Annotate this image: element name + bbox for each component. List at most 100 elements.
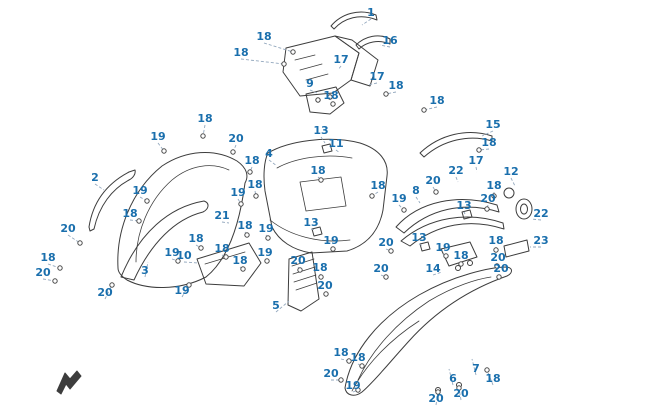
leader-line — [104, 284, 113, 300]
part-clip-13 — [311, 226, 323, 237]
fastener-dot — [200, 133, 206, 139]
front-fender-contour — [135, 165, 230, 263]
leader-line — [481, 130, 494, 137]
part-clip-13 — [419, 241, 431, 252]
fastener-dot — [421, 107, 427, 113]
fastener-dot — [238, 201, 244, 207]
leader-line — [320, 136, 326, 144]
fastener-dot — [369, 193, 375, 199]
leader-line — [530, 218, 542, 221]
fastener-dot — [290, 49, 296, 55]
part-clip-13 — [461, 209, 473, 220]
fastener-dot — [458, 261, 464, 267]
fastener-dot — [433, 189, 439, 195]
leader-line — [455, 176, 459, 183]
fastener-dot — [484, 206, 490, 212]
fastener-dot — [57, 265, 63, 271]
part-pod-12 — [515, 198, 533, 220]
fastener-dot — [383, 91, 389, 97]
part-center-panel — [263, 138, 388, 254]
part-clip-13 — [321, 143, 333, 154]
fastener-dot — [493, 247, 499, 253]
leader-line — [432, 271, 443, 276]
part-pod-12-inner — [520, 203, 528, 215]
fastener-dot — [265, 235, 271, 241]
part-side-blade-6 — [344, 266, 512, 396]
leader-line — [379, 44, 391, 48]
side-blade-contour-7 — [357, 276, 492, 381]
part-arch-strip-3 — [120, 200, 209, 281]
leader-line — [268, 159, 278, 167]
leader-line — [463, 211, 466, 215]
fastener-dot — [109, 282, 115, 288]
windshield-hatch — [294, 54, 329, 81]
fastener-dot — [281, 61, 287, 67]
bracket-hole — [315, 97, 321, 103]
side-blade-edge — [351, 320, 420, 392]
part-plate-23 — [503, 239, 530, 258]
leader-line — [471, 358, 477, 376]
leader-line — [144, 261, 149, 278]
part-bracket-9 — [305, 86, 345, 115]
leader-line — [448, 368, 454, 386]
fastener-dot — [318, 274, 324, 280]
part-rear-fender-upper — [395, 199, 500, 234]
part-windshield-rear — [334, 35, 379, 87]
bracket-hole — [327, 94, 333, 100]
leader-line — [335, 149, 341, 154]
fastener-dot — [491, 193, 497, 199]
leader-line — [475, 166, 478, 173]
fastener-dot — [318, 177, 324, 183]
leader-line — [486, 369, 494, 386]
fastener-dot — [338, 377, 344, 383]
part-crescent-16 — [355, 35, 391, 50]
fastener-dot — [297, 267, 303, 273]
fastener-dot — [136, 218, 142, 224]
fastener-hole — [455, 265, 461, 271]
fastener-dot — [476, 147, 482, 153]
part-grille-5 — [287, 251, 320, 312]
leader-line — [367, 82, 378, 86]
fastener-dot — [253, 193, 259, 199]
fastener-dot — [198, 245, 204, 251]
fastener-dot — [247, 169, 253, 175]
fastener-dot — [244, 232, 250, 238]
leader-line — [183, 261, 199, 264]
fastener-hole — [467, 260, 473, 266]
part-top-trim — [330, 11, 378, 30]
leader-line — [202, 124, 206, 137]
center-panel-contour-2 — [269, 219, 351, 242]
part-side-panel-10 — [196, 242, 262, 287]
fastener-dot — [496, 274, 502, 280]
fastener-dot — [330, 101, 336, 107]
leader-line — [157, 142, 165, 152]
leader-line — [195, 244, 202, 249]
part-bracket-14 — [440, 241, 478, 267]
leader-line — [221, 221, 230, 224]
fastener-dot — [186, 282, 192, 288]
leader-line — [510, 177, 516, 187]
leader-line — [310, 228, 316, 231]
fastener-dot — [388, 248, 394, 254]
leader-line — [418, 243, 424, 247]
part-rear-fender-lower — [400, 216, 505, 247]
part-arc-trim-15 — [419, 132, 493, 158]
fastener-dot — [401, 207, 407, 213]
center-panel-cutout — [299, 176, 347, 212]
part-left-trim-2 — [88, 169, 136, 232]
fastener-dot — [484, 367, 490, 373]
fastener-dot — [330, 246, 336, 252]
fastener-dot — [144, 198, 150, 204]
leader-line — [478, 148, 490, 151]
leader-line — [309, 89, 318, 94]
fastener-dot — [359, 363, 365, 369]
leader-line — [337, 65, 342, 71]
fastener-dot — [223, 254, 229, 260]
fastener-dot — [323, 291, 329, 297]
grille-louvers — [291, 258, 318, 291]
leader-line — [240, 58, 285, 65]
fastener-dot — [346, 358, 352, 364]
leader-line — [361, 18, 372, 26]
